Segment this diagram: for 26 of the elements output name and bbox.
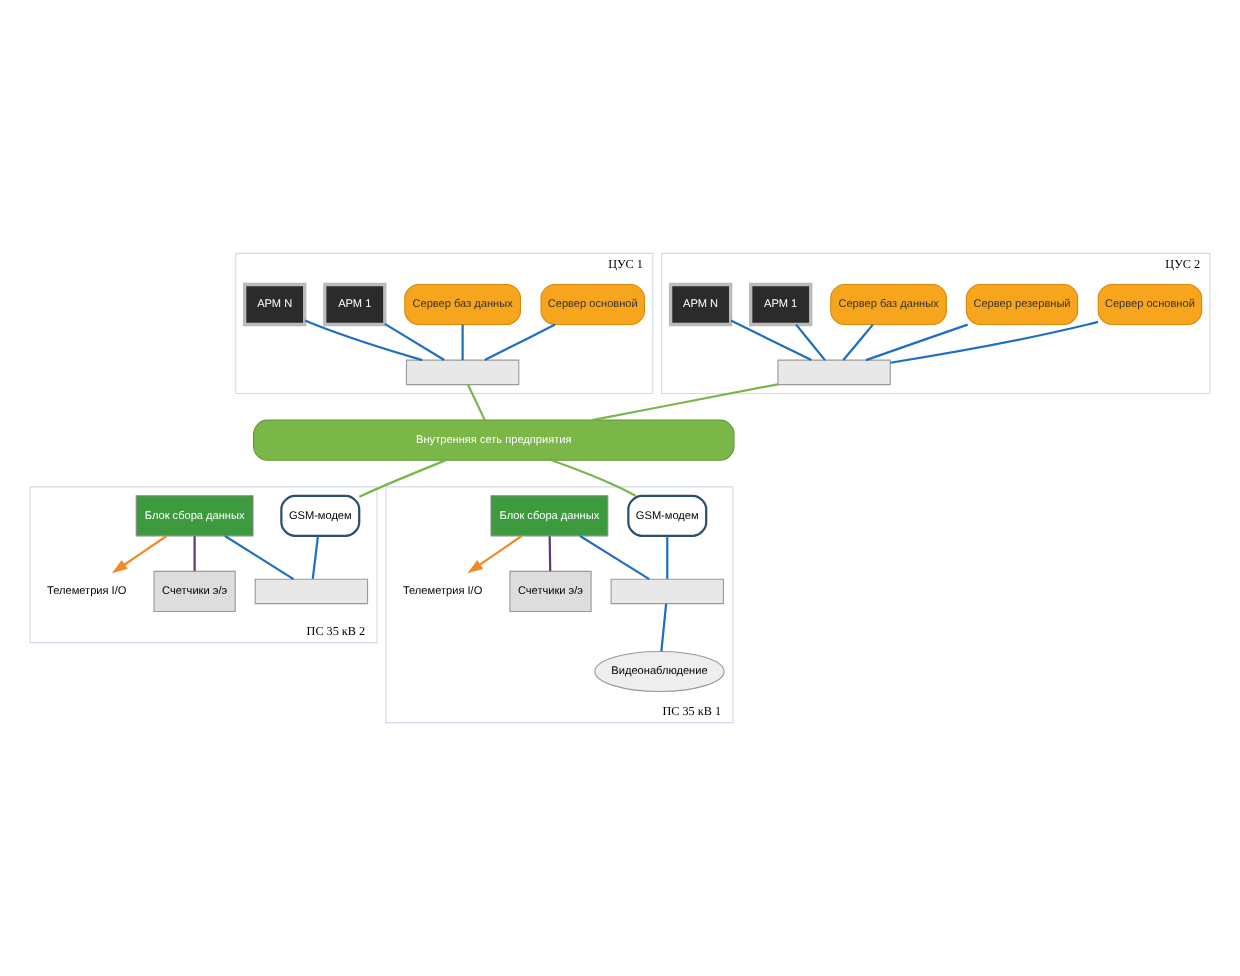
connector <box>795 323 826 361</box>
connector <box>224 535 295 581</box>
connector <box>890 320 1099 364</box>
connector <box>304 319 423 362</box>
node-box <box>254 578 369 605</box>
connector <box>551 459 637 497</box>
connector <box>591 383 779 422</box>
connector <box>358 459 446 498</box>
node-box <box>405 359 520 386</box>
connector <box>193 536 196 571</box>
connector <box>384 322 445 361</box>
connector <box>311 536 320 580</box>
connector <box>466 384 486 421</box>
connector <box>484 323 556 362</box>
connector <box>660 603 668 652</box>
connector <box>666 536 669 579</box>
arrow <box>111 535 168 574</box>
arrow <box>467 535 523 574</box>
connector <box>730 319 812 362</box>
connector <box>548 536 552 571</box>
node-box <box>777 359 891 386</box>
node-box <box>610 578 724 605</box>
connector <box>842 323 874 361</box>
connector <box>865 323 969 362</box>
connector <box>461 324 464 361</box>
connector <box>579 535 650 581</box>
